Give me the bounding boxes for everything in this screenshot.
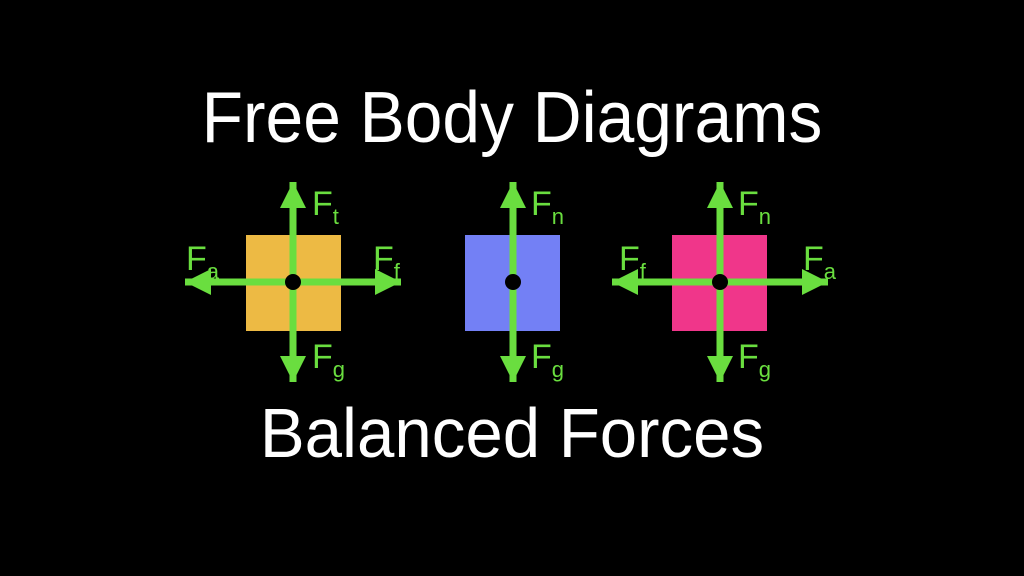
diagram-3-force-up-shaft [716, 182, 724, 282]
diagram-1-force-right-arrowhead-icon [375, 269, 401, 295]
diagram-3-force-right [720, 269, 828, 295]
diagram-2-force-vectors [500, 182, 526, 382]
diagram-1-force-left [185, 269, 293, 295]
diagram-3-force-up-label: Fn [738, 185, 771, 229]
diagram-1-force-down-shaft [289, 282, 297, 382]
diagram-3-force-left-label: Ff [619, 240, 647, 284]
page-subtitle: Balanced Forces [259, 394, 765, 472]
diagram-2-force-down-arrowhead-icon [500, 356, 526, 382]
diagram-2-force-down-shaft [509, 282, 517, 382]
diagram-2-force-down-label: Fg [531, 338, 564, 382]
diagram-1-force-down [280, 282, 306, 382]
diagram-1-force-right [293, 269, 401, 295]
diagram-2-force-down [500, 282, 526, 382]
diagram-3-center-of-mass-dot [712, 274, 728, 290]
diagram-1-force-up-shaft [289, 182, 297, 282]
diagram-3-force-right-shaft [720, 278, 828, 286]
diagram-1-force-right-label: Ff [373, 240, 401, 284]
diagram-3-force-down-shaft [716, 282, 724, 382]
diagram-2-body [465, 235, 560, 331]
diagram-1-force-down-label: Fg [312, 338, 345, 382]
diagram-3-force-up [707, 182, 733, 282]
diagram-3-force-vectors [612, 182, 828, 382]
diagram-1-force-up-arrowhead-icon [280, 182, 306, 208]
diagram-3-force-down-label: Fg [738, 338, 771, 382]
diagram-1-force-left-shaft [185, 278, 293, 286]
diagram-3-force-left-arrowhead-icon [612, 269, 638, 295]
diagram-3-force-right-label: Fa [803, 240, 837, 284]
diagram-1-force-left-arrowhead-icon [185, 269, 211, 295]
diagram-1-center-of-mass-dot [285, 274, 301, 290]
diagram-2-center-of-mass-dot [505, 274, 521, 290]
diagram-2-force-up [500, 182, 526, 282]
page-title: Free Body Diagrams [201, 78, 823, 158]
diagram-2-force-up-shaft [509, 182, 517, 282]
diagram-3-body [672, 235, 767, 331]
diagram-3-force-left [612, 269, 720, 295]
diagram-1-force-up-label: Ft [312, 185, 339, 229]
diagram-1-force-right-shaft [293, 278, 401, 286]
diagram-1-force-vectors [185, 182, 401, 382]
diagram-1-body [246, 235, 341, 331]
diagram-1-force-down-arrowhead-icon [280, 356, 306, 382]
diagram-3-force-up-arrowhead-icon [707, 182, 733, 208]
diagram-2-force-up-arrowhead-icon [500, 182, 526, 208]
diagram-3-force-down-arrowhead-icon [707, 356, 733, 382]
diagram-3-force-down [707, 282, 733, 382]
diagram-1-force-left-label: Fa [186, 240, 220, 284]
diagram-2-force-up-label: Fn [531, 185, 564, 229]
diagram-3-force-right-arrowhead-icon [802, 269, 828, 295]
diagram-3-force-left-shaft [612, 278, 720, 286]
diagram-1-force-up [280, 182, 306, 282]
